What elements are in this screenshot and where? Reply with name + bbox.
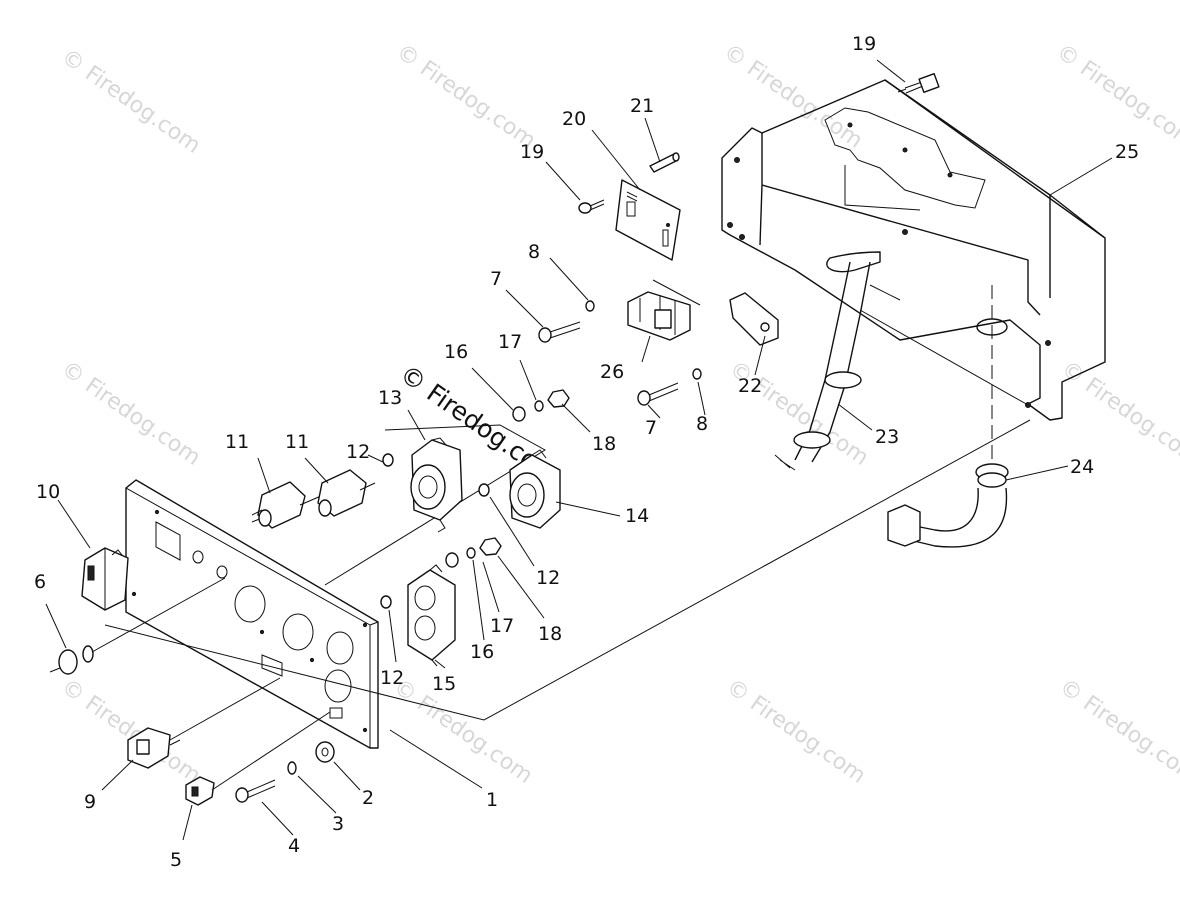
callout-19: 19 — [520, 141, 544, 163]
callout-12: 12 — [536, 567, 560, 589]
callout-21: 21 — [630, 95, 654, 117]
callout-8: 8 — [528, 241, 540, 263]
lockwasher-17-lower — [466, 547, 476, 559]
callout-15: 15 — [432, 673, 456, 695]
screw-19-top — [897, 72, 940, 94]
callout-11: 11 — [225, 431, 249, 453]
callout-labels: 19 25 21 20 19 8 7 26 22 23 24 16 17 18 … — [34, 33, 1139, 871]
callout-19: 19 — [852, 33, 876, 55]
callout-11: 11 — [285, 431, 309, 453]
callout-3: 3 — [332, 813, 344, 835]
callout-18: 18 — [538, 623, 562, 645]
watermark: © Firedog.com — [389, 674, 537, 788]
nut-18-upper — [547, 389, 570, 408]
callout-5: 5 — [170, 849, 182, 871]
nut-6 — [49, 577, 226, 675]
washer-16-lower — [445, 552, 459, 568]
callout-12: 12 — [346, 441, 370, 463]
washer-8-lower — [692, 368, 702, 380]
callout-20: 20 — [562, 108, 586, 130]
callout-2: 2 — [362, 787, 374, 809]
callout-16: 16 — [470, 641, 494, 663]
leader-lines — [45, 59, 1113, 841]
callout-13: 13 — [378, 387, 402, 409]
screw-4 — [235, 779, 276, 803]
watermark: © Firedog.com — [57, 44, 205, 158]
callout-24: 24 — [1070, 456, 1094, 478]
watermark: © Firedog.com — [1052, 39, 1180, 153]
callout-1: 1 — [486, 789, 498, 811]
front-panel-1 — [125, 479, 379, 749]
ring-12-c — [380, 595, 392, 609]
receptacle-13 — [410, 437, 463, 533]
callout-9: 9 — [84, 791, 96, 813]
callout-12: 12 — [380, 667, 404, 689]
assembly-outline — [104, 419, 1031, 721]
callout-18: 18 — [592, 433, 616, 455]
terminal-22 — [729, 292, 779, 346]
circuit-board-20 — [615, 179, 681, 261]
circuit-breaker-11-left — [251, 481, 336, 529]
callout-4: 4 — [288, 835, 300, 857]
callout-22: 22 — [738, 375, 762, 397]
watermark: © Firedog.com — [392, 39, 540, 153]
wire-harness-23 — [774, 251, 881, 471]
callout-14: 14 — [625, 505, 649, 527]
washer-8-upper — [585, 300, 595, 312]
switch-10 — [81, 547, 129, 611]
screw-7-lower — [637, 382, 679, 406]
watermark: © Firedog.com — [57, 674, 205, 788]
callout-17: 17 — [498, 331, 522, 353]
ring-12-a — [382, 453, 394, 467]
watermark: © Firedog.com — [719, 39, 867, 153]
callout-17: 17 — [490, 615, 514, 637]
callout-7: 7 — [645, 417, 657, 439]
watermark: © Firedog.com — [1057, 356, 1180, 470]
watermark: © Firedog.com — [1055, 674, 1180, 788]
circuit-breaker-11-right — [317, 469, 376, 517]
elbow-grommet-24 — [887, 285, 1009, 548]
watermark-layer: © Firedog.com © Firedog.com © Firedog.co… — [57, 39, 1180, 788]
callout-16: 16 — [444, 341, 468, 363]
spacer-21 — [649, 152, 680, 173]
control-box-25 — [721, 79, 1106, 421]
callout-25: 25 — [1115, 141, 1139, 163]
callout-6: 6 — [34, 571, 46, 593]
lockwasher-3 — [287, 761, 297, 775]
watermark: © Firedog.com — [722, 674, 870, 788]
callout-8: 8 — [696, 413, 708, 435]
callout-7: 7 — [490, 268, 502, 290]
lockwasher-17-upper — [534, 400, 544, 412]
washer-2 — [315, 741, 335, 763]
rocker-switch-9 — [127, 677, 281, 769]
callout-26: 26 — [600, 361, 624, 383]
nut-18-lower — [479, 537, 502, 556]
watermark: © Firedog.com — [57, 356, 205, 470]
relay-26 — [627, 279, 701, 341]
washer-16-upper — [512, 406, 526, 422]
receptacle-14 — [509, 449, 561, 529]
callout-23: 23 — [875, 426, 899, 448]
ring-12-b — [478, 483, 490, 497]
screw-19-board — [578, 199, 605, 214]
screw-7-upper — [538, 321, 581, 343]
switch-5 — [185, 711, 331, 806]
callout-10: 10 — [36, 481, 60, 503]
duplex-receptacle-15 — [407, 564, 456, 667]
